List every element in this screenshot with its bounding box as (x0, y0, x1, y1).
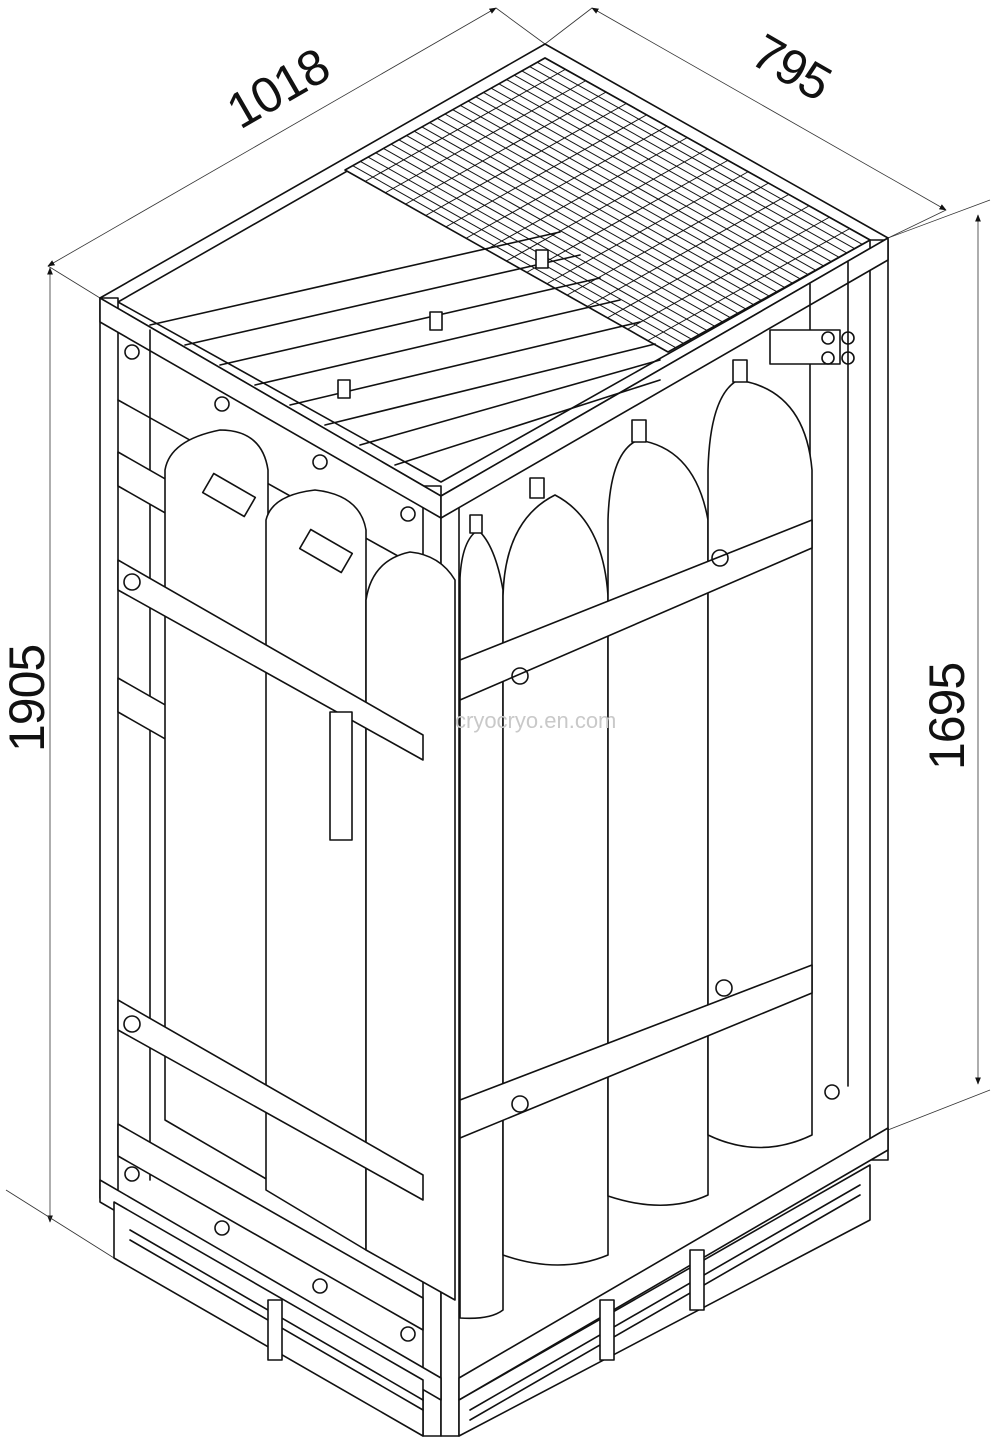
grating-crossbar (364, 68, 566, 182)
grating-crossbar (566, 182, 769, 296)
dimension-lines (5, 7, 991, 1259)
dim-length: 1018 (218, 37, 339, 139)
dim-cylinder-height: 1695 (919, 663, 975, 770)
top-grating (149, 57, 871, 466)
dim-overall-height: 1905 (0, 645, 55, 752)
grating-crossbar (627, 216, 830, 330)
grating-crossbar (486, 137, 688, 251)
grating-crossbar (587, 194, 789, 307)
grating-crossbar (405, 91, 607, 205)
dim-width: 795 (743, 23, 841, 112)
grating-crossbar (607, 205, 810, 319)
grating-crossbar (385, 80, 586, 194)
side-handle (329, 711, 353, 841)
base-skid (113, 1164, 871, 1437)
grating-crossbar (647, 228, 850, 342)
grating-crossbar (445, 114, 647, 228)
valves (337, 249, 748, 534)
grating-crossbar (425, 103, 627, 216)
straps (117, 329, 855, 1201)
grating-crossbar (526, 159, 729, 273)
grating-crossbar (506, 148, 708, 262)
grating-crossbar (465, 125, 668, 239)
watermark: cryocryo.en.com (455, 708, 616, 733)
grating-crossbar (546, 171, 749, 285)
